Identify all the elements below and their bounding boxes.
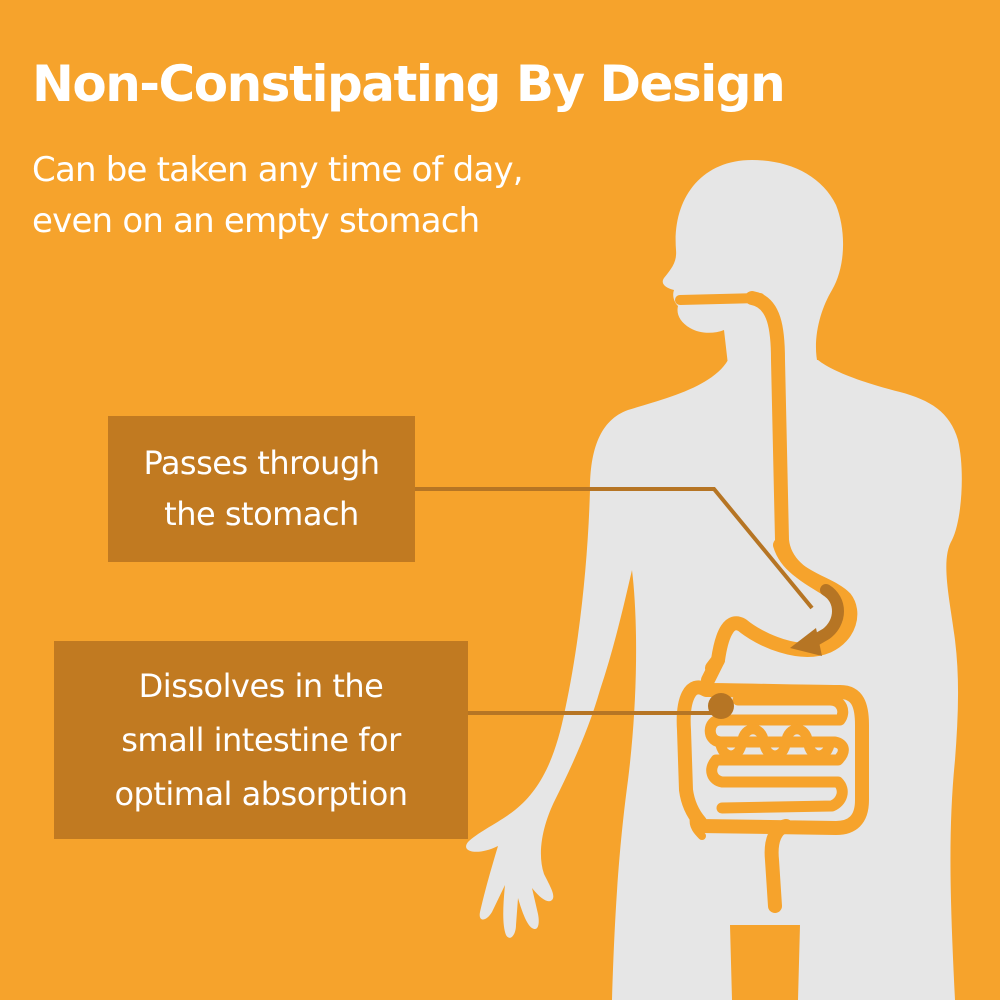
large-intestine [676, 680, 869, 913]
callout-small-intestine: Dissolves in the small intestine for opt… [54, 641, 468, 839]
duodenum [701, 653, 725, 687]
connector-lines [415, 487, 844, 719]
callout-text-line: the stomach [164, 495, 359, 533]
head-and-neck [662, 160, 844, 365]
stomach [705, 538, 858, 675]
callout-text-line: Dissolves in the [138, 667, 384, 705]
callout-text-line: optimal absorption [114, 775, 408, 813]
subtitle: Can be taken any time of day, even on an… [32, 145, 524, 247]
stomach-arrow-icon [806, 584, 844, 648]
page-title: Non-Constipating By Design [32, 55, 786, 113]
callout-text-line: Passes through [143, 444, 380, 482]
small-intestine-loops [715, 724, 835, 761]
body-silhouette [466, 160, 962, 1000]
stomach-arrowhead-icon [790, 628, 822, 656]
subtitle-line: Can be taken any time of day, [32, 150, 524, 190]
absorption-dot-icon [708, 693, 734, 719]
small-intestine [704, 694, 849, 814]
callout-stomach: Passes through the stomach [108, 416, 415, 562]
subtitle-line: even on an empty stomach [32, 201, 480, 241]
digestive-tract [675, 291, 869, 913]
connector-line-stomach [415, 487, 814, 610]
appendix [689, 814, 706, 840]
callout-text-line: small intestine for [121, 721, 401, 759]
